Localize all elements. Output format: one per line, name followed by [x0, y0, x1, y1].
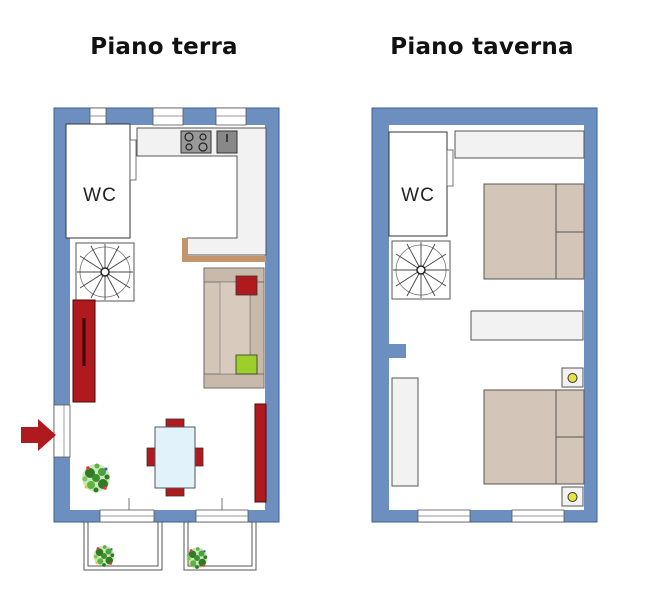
- sofa: [203, 267, 265, 389]
- wc-label-ground: WC: [83, 185, 117, 206]
- plant-icon: [93, 545, 115, 567]
- spiral-staircase-icon: [75, 242, 135, 302]
- wall-notch: [389, 344, 406, 358]
- window-top-ground: [89, 107, 247, 126]
- nightstand-upper: [561, 367, 584, 388]
- wc-room-ground: [65, 123, 131, 239]
- counter-end: [182, 238, 188, 262]
- red-cabinet-right: [254, 403, 267, 503]
- bench-middle: [470, 310, 584, 341]
- ground-floor-plan: WC: [21, 107, 280, 571]
- window-bottom-basement: [417, 509, 565, 523]
- entrance-door-opening: [53, 404, 71, 458]
- red-cushion: [235, 275, 258, 296]
- spiral-staircase-icon: [391, 240, 451, 300]
- green-cushion: [235, 354, 258, 375]
- plan-title-ground-floor: Piano terra: [90, 34, 238, 60]
- balcony: [83, 522, 257, 571]
- wc-label-basement: WC: [401, 185, 435, 206]
- nightstand-lower: [561, 486, 584, 507]
- wardrobe-top: [454, 130, 585, 159]
- basement-floor-plan: WC: [371, 107, 598, 523]
- hob-icon: [180, 130, 212, 154]
- counter-edge: [182, 256, 266, 262]
- plant-icon: [186, 547, 208, 569]
- sink-icon: [216, 130, 238, 154]
- bed-lower: [483, 389, 585, 485]
- bed-upper: [483, 183, 585, 280]
- wc-room-basement: [388, 131, 448, 237]
- entrance-arrow-icon: [21, 419, 56, 451]
- plan-title-basement-floor: Piano taverna: [390, 34, 574, 60]
- cabinet-left-basement: [391, 377, 419, 487]
- dining-table: [146, 418, 204, 497]
- window-bottom-ground: [99, 498, 249, 523]
